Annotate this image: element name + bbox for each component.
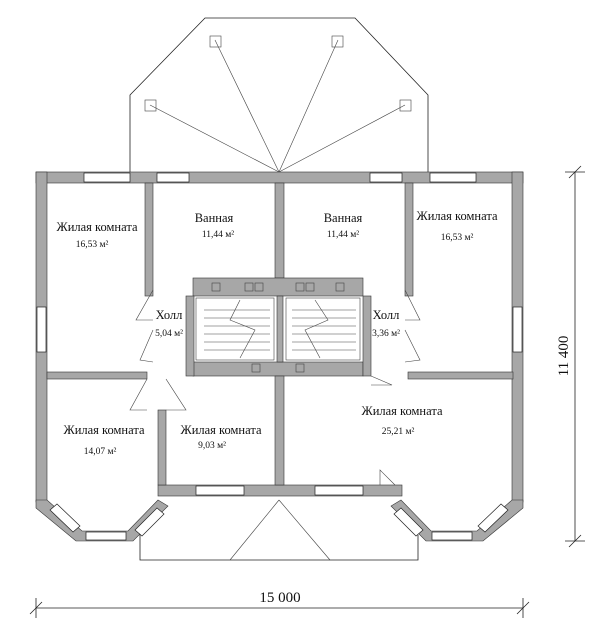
room-area-living-nw: 16,53 м²: [76, 240, 109, 250]
stairs: [195, 282, 361, 373]
dimension-vertical: [565, 165, 585, 548]
room-area-bath-w: 11,44 м²: [202, 230, 234, 240]
dimension-width-label: 15 000: [259, 590, 300, 606]
room-name-bath-w: Ванная: [195, 211, 234, 225]
inner-walls: [46, 182, 514, 486]
roof-bottom: [139, 499, 419, 561]
room-area-hall-w: 5,04 м²: [155, 329, 183, 339]
roof-top: [129, 17, 429, 173]
room-name-bath-e: Ванная: [324, 211, 363, 225]
room-name-hall-e: Холл: [373, 308, 400, 322]
room-area-living-sw: 14,07 м²: [84, 447, 117, 457]
doors: [129, 289, 421, 486]
room-name-hall-w: Холл: [156, 308, 183, 322]
room-name-living-sc: Жилая комната: [181, 423, 262, 437]
dimension-horizontal: [29, 598, 530, 618]
room-area-living-ne: 16,53 м²: [441, 233, 474, 243]
dimension-height-label: 11 400: [556, 336, 572, 377]
room-name-living-se: Жилая комната: [362, 404, 443, 418]
room-name-living-nw: Жилая комната: [57, 220, 138, 234]
room-area-hall-e: 3,36 м²: [372, 329, 400, 339]
windows: [36, 172, 523, 541]
room-name-living-sw: Жилая комната: [64, 423, 145, 437]
room-area-living-sc: 9,03 м²: [198, 441, 226, 451]
room-area-bath-e: 11,44 м²: [327, 230, 359, 240]
room-name-living-ne: Жилая комната: [417, 209, 498, 223]
room-area-living-se: 25,21 м²: [382, 427, 415, 437]
